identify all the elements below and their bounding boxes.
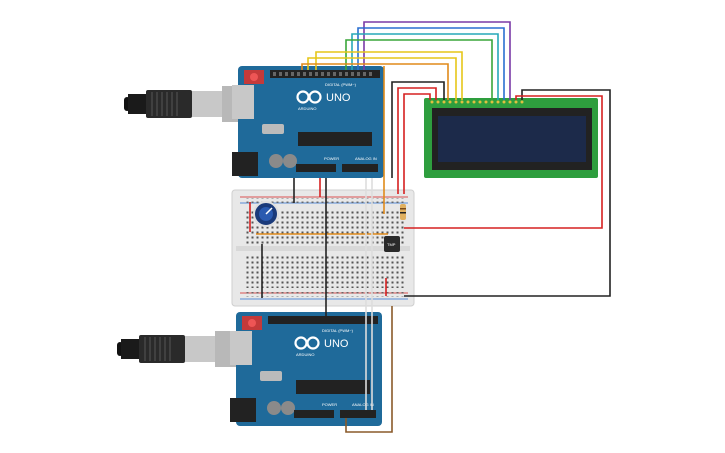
arduino-uno-bottom: DIGITAL (PWM~) UNO ARDUINO POWER ANALOG … — [230, 312, 382, 426]
board-name: UNO — [324, 338, 349, 350]
tmp36-temperature-sensor: TMP — [384, 236, 400, 252]
power-header-label: POWER — [324, 156, 339, 161]
wire-black-right — [404, 89, 611, 297]
arduino-logo-icon — [296, 90, 322, 104]
sensor-label: TMP — [387, 242, 396, 247]
board-name: UNO — [326, 92, 351, 104]
potentiometer — [253, 201, 279, 227]
power-jack — [230, 398, 256, 422]
digital-header — [270, 70, 380, 78]
power-jack — [232, 152, 258, 176]
usb-port — [230, 331, 252, 365]
usb-cable-top — [124, 86, 250, 122]
wire-blue — [357, 27, 505, 100]
lcd-16x2-display — [424, 98, 598, 178]
digital-header — [268, 316, 378, 324]
arduino-uno-top: DIGITAL (PWM~) UNO ARDUINO POWER ANALOG … — [232, 66, 384, 178]
usb-cable-bottom — [117, 331, 243, 367]
digital-header-label: DIGITAL (PWM~) — [325, 82, 357, 87]
wire-purple — [363, 21, 511, 100]
microcontroller-chip — [296, 380, 370, 394]
microcontroller-chip — [298, 132, 372, 146]
resistor — [400, 204, 406, 220]
wire-black-lcd — [391, 81, 445, 178]
board-brand: ARDUINO — [296, 352, 314, 357]
arduino-logo-icon — [294, 336, 320, 350]
wire-orange-1 — [301, 63, 449, 100]
wire-green — [345, 39, 493, 100]
digital-header-label: DIGITAL (PWM~) — [322, 328, 354, 333]
wire-red-lcd-2 — [403, 93, 431, 194]
analog-header-label: ANALOG IN — [355, 156, 377, 161]
wires — [249, 21, 611, 433]
wire-red-right — [404, 95, 603, 229]
wire-brown-bottom — [345, 306, 393, 433]
wire-yellow-1 — [315, 51, 463, 100]
analog-header-label: ANALOG IN — [352, 402, 374, 407]
power-header-label: POWER — [322, 402, 337, 407]
usb-port — [232, 85, 254, 119]
lcd-screen — [438, 116, 586, 162]
board-brand: ARDUINO — [298, 106, 316, 111]
wire-red-lcd — [397, 87, 437, 194]
